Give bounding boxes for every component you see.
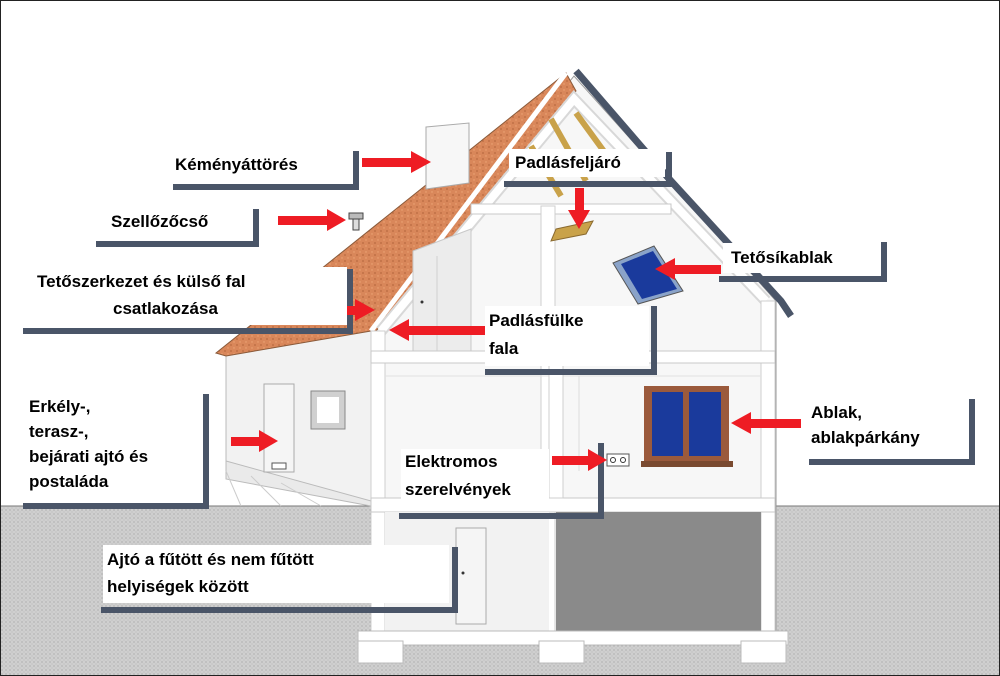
label-vent: Szellőzőcső [111, 212, 209, 231]
label-skylight: Tetősíkablak [731, 248, 833, 267]
garage [556, 512, 761, 632]
arrow-electrical [552, 449, 607, 471]
label-electrical-1: Elektromos [405, 452, 498, 471]
label-door-2: helyiségek között [107, 577, 249, 596]
callout-vent: Szellőzőcső [106, 207, 251, 237]
arrow-balcony [231, 430, 278, 452]
label-balcony-4: postaláda [29, 472, 109, 491]
chimney [425, 122, 470, 190]
label-balcony-1: Erkély-, [29, 397, 91, 416]
callout-knee-wall: Padlásfülke fala [485, 306, 649, 366]
label-balcony-3: bejárati ajtó és [29, 447, 149, 466]
callout-window: Ablak, ablakpárkány [809, 398, 967, 456]
arrow-attic-access [568, 188, 590, 229]
label-window-2: ablakpárkány [811, 428, 920, 447]
callout-balcony: Erkély-, terasz-, bejárati ajtó és posta… [25, 394, 201, 500]
label-balcony-2: terasz-, [29, 422, 89, 441]
vent-pipe [352, 217, 360, 231]
label-chimney: Kéményáttörés [175, 155, 298, 174]
entry-door [263, 383, 295, 473]
arrow-window [731, 412, 801, 434]
arrow-knee-wall [389, 319, 486, 341]
label-roof-wall-2: csatlakozása [113, 299, 218, 318]
label-door-1: Ajtó a fűtött és nem fűtött [107, 550, 314, 569]
label-electrical-2: szerelvények [405, 480, 511, 499]
callout-door: Ajtó a fűtött és nem fűtött helyiségek k… [103, 545, 449, 603]
arrow-skylight [655, 258, 721, 280]
callout-chimney: Kéményáttörés [171, 149, 353, 181]
callout-brackets [23, 151, 975, 613]
arrow-chimney [362, 151, 431, 173]
label-knee-wall-2: fala [489, 339, 519, 358]
label-attic-access: Padlásfeljáró [515, 153, 621, 172]
label-knee-wall-1: Padlásfülke [489, 311, 584, 330]
callout-skylight: Tetősíkablak [723, 243, 879, 273]
callout-attic-access: Padlásfeljáró [509, 149, 665, 177]
callout-roof-wall: Tetőszerkezet és külső fal csatlakozása [31, 267, 347, 325]
label-window-1: Ablak, [811, 403, 863, 422]
callout-electrical: Elektromos szerelvények [401, 449, 549, 509]
arrow-vent [278, 209, 346, 231]
label-roof-wall-1: Tetőszerkezet és külső fal [37, 272, 246, 291]
